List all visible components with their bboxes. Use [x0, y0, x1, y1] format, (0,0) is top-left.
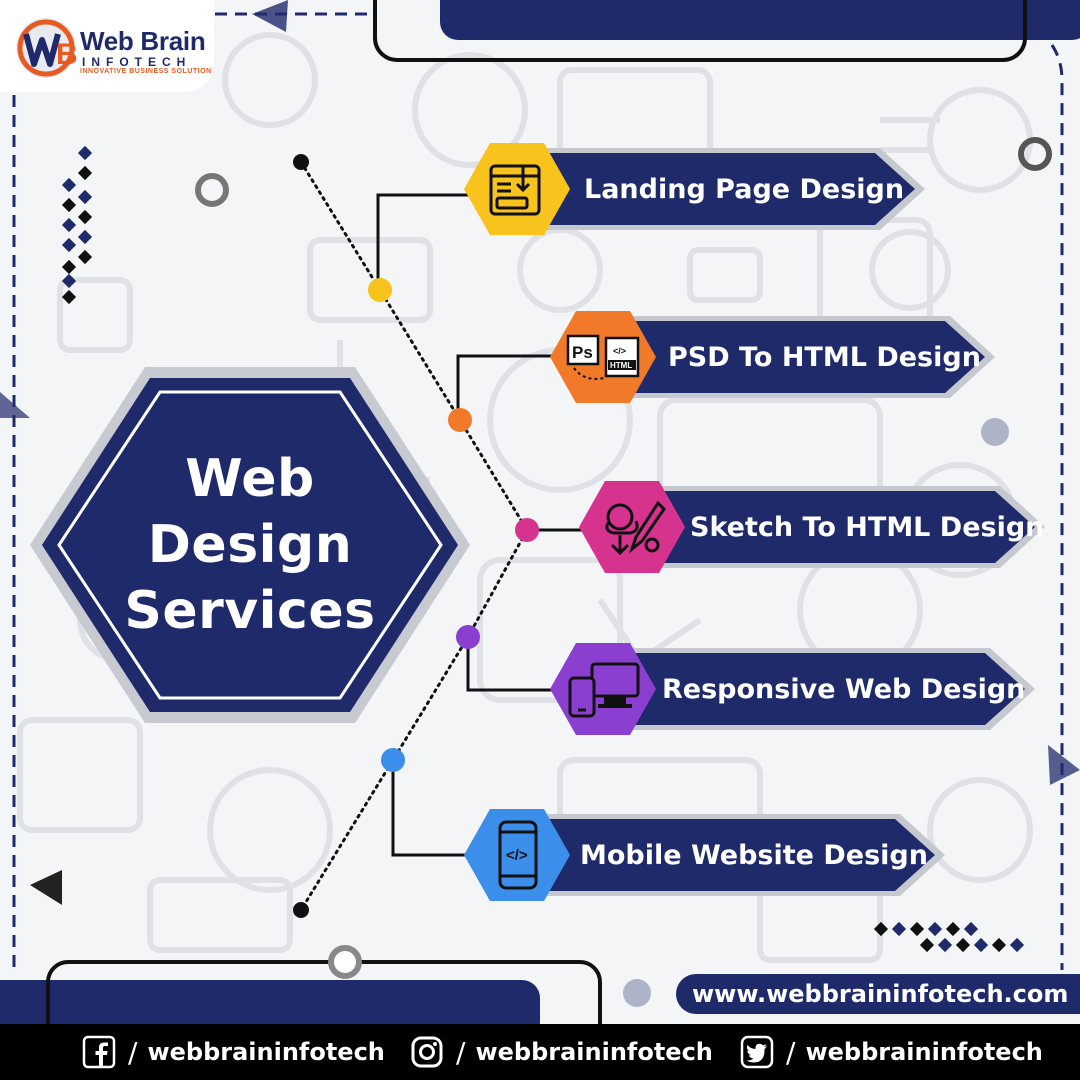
instagram-icon [411, 1036, 443, 1068]
facebook-handle: webbraininfotech [147, 1038, 385, 1066]
mobile-icon: </> [498, 820, 538, 890]
social-instagram[interactable]: / webbraininfotech [410, 1034, 713, 1070]
svg-text:</>: </> [506, 847, 528, 864]
twitter-handle: webbraininfotech [805, 1038, 1043, 1066]
facebook-slash: / [128, 1035, 138, 1069]
website-url: www.webbraininfotech.com [692, 980, 1069, 1008]
title-line-1: Web [185, 449, 315, 509]
brand-logo: B Web Brain INFOTECH INNOVATIVE BUSINESS… [0, 0, 214, 92]
service-label-mobile: Mobile Website Design [580, 839, 928, 871]
service-label-sketch-html: Sketch To HTML Design [690, 511, 1045, 543]
landing-page-icon [489, 164, 541, 216]
svg-text:HTML: HTML [610, 361, 632, 370]
twitter-slash: / [786, 1035, 796, 1069]
title-line-3: Services [124, 581, 376, 641]
svg-text:Ps: Ps [572, 343, 593, 362]
social-twitter[interactable]: / webbraininfotech [740, 1034, 1043, 1070]
facebook-icon [82, 1035, 116, 1069]
sketch-html-icon [605, 500, 666, 556]
svg-text:</>: </> [613, 346, 626, 356]
brand-name: Web Brain [80, 26, 206, 56]
title-line-2: Design [147, 515, 353, 575]
twitter-icon [740, 1035, 774, 1069]
service-label-psd-html: PSD To HTML Design [668, 341, 981, 373]
social-facebook[interactable]: / webbraininfotech [82, 1034, 385, 1070]
service-label-landing-page: Landing Page Design [584, 173, 905, 205]
psd-html-icon: Ps </> HTML [566, 334, 640, 380]
brand-sub: INFOTECH [82, 55, 192, 69]
instagram-handle: webbraininfotech [475, 1038, 713, 1066]
social-footer: / webbraininfotech / webbraininfotech / … [0, 1024, 1080, 1080]
page-title: Web Design Services [40, 370, 460, 720]
website-link[interactable]: www.webbraininfotech.com [676, 974, 1080, 1014]
responsive-icon [568, 662, 640, 718]
instagram-slash: / [456, 1035, 466, 1069]
brand-tagline: INNOVATIVE BUSINESS SOLUTION [80, 68, 212, 75]
service-label-responsive: Responsive Web Design [662, 673, 1026, 705]
svg-text:B: B [56, 38, 78, 71]
